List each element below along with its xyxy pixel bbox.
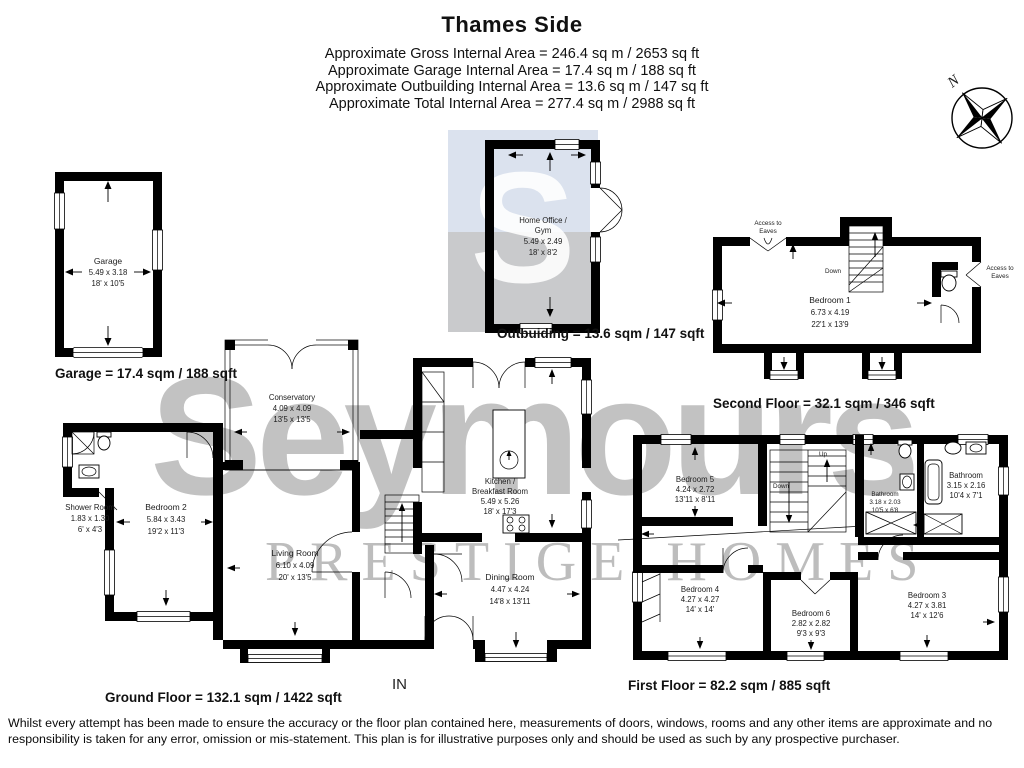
room-imperial: 20' x 13'5 xyxy=(279,573,313,582)
room-metric: 4.27 x 3.81 xyxy=(908,601,947,610)
first-floor-plan: Up Down Bed xyxy=(618,434,1009,661)
room-imperial: 13'5 x 13'5 xyxy=(273,415,311,424)
first-floor-dimension-arrows xyxy=(641,443,995,650)
bathtub-icon xyxy=(924,459,943,505)
room-imperial: 14' x 12'6 xyxy=(911,611,944,620)
stairs-icon: Up Down xyxy=(769,449,847,533)
eaves-label-left-line1: Access to xyxy=(754,220,782,227)
room-metric: 5.84 x 3.43 xyxy=(147,515,186,524)
room-label: Bedroom 5 xyxy=(676,475,715,484)
stairs-down-label: Down xyxy=(825,268,842,275)
room-metric: 4.09 x 4.09 xyxy=(273,404,312,413)
disclaimer-text: Whilst every attempt has been made to en… xyxy=(8,716,993,746)
room-metric: 5.49 x 2.49 xyxy=(524,237,563,246)
header: Thames Side Approximate Gross Internal A… xyxy=(0,12,1024,112)
second-floor-dimension-arrows xyxy=(717,244,932,370)
room-metric: 6.73 x 4.19 xyxy=(811,308,850,317)
room-metric: 4.27 x 4.27 xyxy=(681,595,720,604)
room-imperial: 10'4 x 7'1 xyxy=(950,491,983,500)
living-dimension-arrows xyxy=(227,564,299,636)
room-label: Bedroom 6 xyxy=(792,609,830,618)
area-line-outbuilding: Approximate Outbuilding Internal Area = … xyxy=(315,79,709,95)
room-label: Bedroom 1 xyxy=(809,295,851,305)
room-metric: 6.10 x 4.09 xyxy=(276,561,315,570)
bedroom2-dimension-arrows xyxy=(116,518,213,606)
room-metric: 3.18 x 2.03 xyxy=(869,499,901,506)
dining-dimension-arrows xyxy=(434,590,580,648)
garage-plan: Garage 5.49 x 3.18 18' x 10'5 xyxy=(54,172,163,358)
eaves-label-left-line2: Eaves xyxy=(759,228,777,235)
room-imperial: 6' x 4'3 xyxy=(78,525,102,534)
sink-icon xyxy=(899,473,915,491)
hob-icon xyxy=(502,514,530,534)
toilet-icon xyxy=(897,439,913,459)
outbuilding-caption: Outbuiding = 13.6 sqm / 147 sqft xyxy=(497,326,705,341)
first-floor-caption: First Floor = 82.2 sqm / 885 sqft xyxy=(628,678,831,693)
room-label-line1: Home Office / xyxy=(519,216,567,225)
ground-floor-plan: Shower Room 1.83 x 1.30 6' x 4'3 Bedroom… xyxy=(62,338,592,663)
room-label-line2: Gym xyxy=(535,226,551,235)
toilet-icon xyxy=(96,431,112,451)
room-imperial: 14'8 x 13'11 xyxy=(490,597,531,606)
kitchen-counter xyxy=(421,371,445,493)
room-imperial: 18' x 17'3 xyxy=(484,507,517,516)
garage-caption: Garage = 17.4 sqm / 188 sqft xyxy=(55,366,237,381)
room-imperial: 18' x 10'5 xyxy=(92,279,126,288)
shower-icon xyxy=(923,513,963,535)
outbuilding-plan: Home Office / Gym 5.49 x 2.49 18' x 8'2 xyxy=(485,139,623,334)
room-label: Conservatory xyxy=(269,393,315,402)
room-metric: 4.24 x 2.72 xyxy=(676,485,715,494)
room-imperial: 22'1 x 13'9 xyxy=(811,320,848,329)
garage-dimension-arrows xyxy=(65,181,151,346)
room-imperial: 14' x 14' xyxy=(686,605,715,614)
eaves-label-right-line2: Eaves xyxy=(991,273,1009,280)
room-metric: 5.49 x 5.26 xyxy=(481,497,520,506)
room-metric: 2.82 x 2.82 xyxy=(792,619,831,628)
compass-icon: N xyxy=(944,72,1013,149)
stairs-icon: Down xyxy=(825,225,884,293)
room-imperial: 9'3 x 9'3 xyxy=(797,629,826,638)
kitchen-island xyxy=(492,409,526,479)
room-metric: 3.15 x 2.16 xyxy=(947,481,986,490)
area-line-garage: Approximate Garage Internal Area = 17.4 … xyxy=(328,62,696,79)
room-metric: 4.47 x 4.24 xyxy=(491,585,530,594)
conservatory-dimension-arrows xyxy=(234,428,350,436)
toilet-icon xyxy=(940,270,958,292)
stairs-icon xyxy=(384,494,420,554)
second-floor-caption: Second Floor = 32.1 sqm / 346 sqft xyxy=(713,396,935,411)
ground-floor-caption: Ground Floor = 132.1 sqm / 1422 sqft xyxy=(105,690,342,705)
sink-icon xyxy=(944,441,987,455)
sink-icon xyxy=(78,464,100,479)
room-label-line1: Kitchen / xyxy=(485,477,516,486)
room-label: Garage xyxy=(94,256,123,266)
area-line-gross: Approximate Gross Internal Area = 246.4 … xyxy=(324,46,700,62)
page-title: Thames Side xyxy=(441,12,583,37)
room-imperial: 13'11 x 8'11 xyxy=(675,495,715,504)
room-metric: 1.83 x 1.30 xyxy=(71,514,110,523)
shower-icon xyxy=(71,431,95,455)
eaves-label-right-line1: Access to xyxy=(986,265,1014,272)
room-label: Bedroom 4 xyxy=(681,585,720,594)
room-imperial: 19'2 x 11'3 xyxy=(148,527,185,536)
room-label: Shower Room xyxy=(65,503,114,512)
room-imperial: 18' x 8'2 xyxy=(529,248,558,257)
second-floor-plan: Access to Eaves Access to Eaves Down Bed… xyxy=(712,217,1014,380)
room-metric: 5.49 x 3.18 xyxy=(89,268,128,277)
stairs-up-label: Up xyxy=(819,451,828,458)
room-label: Dining Room xyxy=(485,572,534,582)
room-imperial: 10'5 x 6'8 xyxy=(872,507,899,514)
room-label: Bathroom xyxy=(871,491,898,498)
area-line-total: Approximate Total Internal Area = 277.4 … xyxy=(328,95,696,112)
shower-icon xyxy=(865,511,917,535)
entrance-in-label: IN xyxy=(392,676,407,693)
kitchen-dimension-arrows xyxy=(548,369,556,528)
room-label-line2: Breakfast Room xyxy=(472,487,528,496)
room-label: Bathroom xyxy=(949,471,983,480)
room-label: Bedroom 2 xyxy=(145,502,187,512)
room-label: Living Room xyxy=(271,548,318,558)
room-label: Bedroom 3 xyxy=(908,591,946,600)
stairs-down-label: Down xyxy=(773,483,790,490)
